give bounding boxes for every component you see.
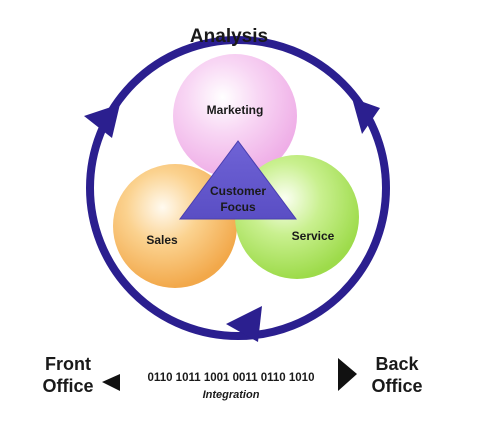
back-office-label-line2: Office [371,376,422,396]
cycle-arrow-top-right-icon [352,98,380,134]
customer-focus-triangle [179,140,297,220]
marketing-circle [173,54,297,178]
marketing-label: Marketing [207,103,264,117]
front-office-label-line1: Front [45,354,91,374]
cycle-ring [86,36,390,340]
cycle-arrow-bottom-icon [226,306,262,342]
cycle-arrow-left-icon [84,104,120,138]
analysis-title: Analysis [190,26,268,47]
integration-right-arrow-icon [338,358,357,391]
sales-label: Sales [146,233,178,247]
back-office-label-line1: Back [375,354,419,374]
customer-focus-label-line1: Customer [210,184,266,198]
integration-label: Integration [203,389,260,401]
integration-binary-text: 0110 1011 1001 0011 0110 1010 [148,372,315,384]
service-label: Service [292,229,335,243]
customer-focus-label-line2: Focus [220,200,256,214]
integration-left-arrow-icon [102,374,120,391]
front-office-label-line2: Office [42,376,93,396]
